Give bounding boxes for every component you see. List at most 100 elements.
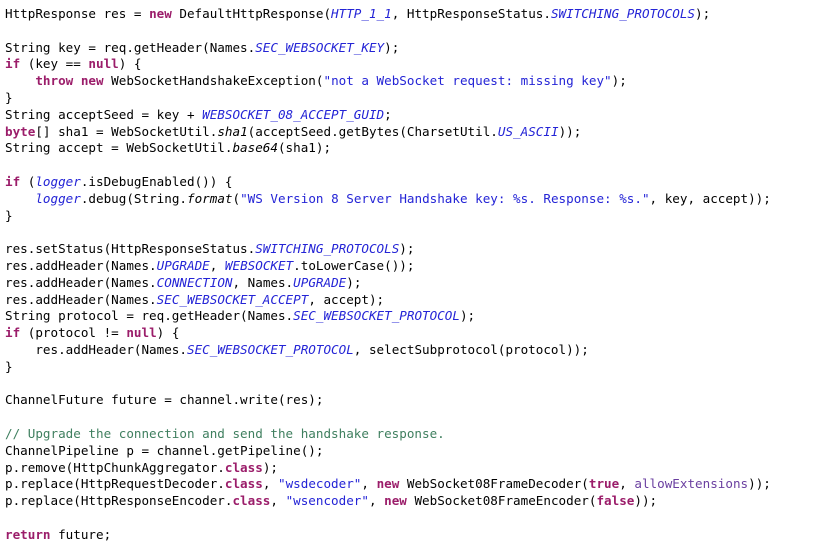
code-token-const: WEBSOCKET_08_ACCEPT_GUID (202, 106, 385, 122)
code-line: } (5, 359, 831, 376)
code-token-const: UPGRADE (293, 274, 347, 290)
code-token-kw: if (5, 56, 21, 72)
code-token-kw: new (376, 476, 400, 492)
code-token-plain: WebSocket08FrameEncoder( (406, 493, 597, 509)
code-token-plain: ) { (118, 56, 142, 72)
code-token-str: "WS Version 8 Server Handshake key: %s. … (240, 190, 650, 206)
code-line: byte[] sha1 = WebSocketUtil.sha1(acceptS… (5, 124, 831, 141)
code-line: String protocol = req.getHeader(Names.SE… (5, 308, 831, 325)
code-token-plain: (key == (20, 56, 89, 72)
code-token-plain: ) { (156, 325, 180, 341)
code-token-const: SEC_WEBSOCKET_ACCEPT (156, 291, 309, 307)
code-token-plain: res.addHeader(Names. (5, 274, 157, 290)
code-token-const: SWITCHING_PROTOCOLS (550, 6, 696, 21)
code-token-plain: res.addHeader(Names. (5, 257, 157, 273)
code-line: ChannelPipeline p = channel.getPipeline(… (5, 443, 831, 460)
code-line (5, 376, 831, 393)
code-line: res.addHeader(Names.SEC_WEBSOCKET_PROTOC… (5, 342, 831, 359)
code-token-plain: (sha1); (277, 140, 332, 156)
code-token-plain: [] sha1 = WebSocketUtil. (35, 123, 218, 139)
code-token-const: UPGRADE (156, 257, 210, 273)
code-token-plain: .isDebugEnabled()) { (80, 173, 233, 189)
code-line: ChannelFuture future = channel.write(res… (5, 392, 831, 409)
code-line: p.replace(HttpRequestDecoder.class, "wsd… (5, 476, 831, 493)
code-token-plain: , (209, 257, 225, 273)
code-token-plain: DefaultHttpResponse( (171, 6, 332, 21)
code-token-plain: ( (232, 190, 241, 206)
code-token-plain: p.replace(HttpResponseEncoder. (5, 493, 233, 509)
code-token-plain: (protocol != (20, 325, 127, 341)
code-token-plain: , (270, 493, 286, 509)
code-token-plain: ); (384, 39, 400, 55)
code-token-const: WEBSOCKET (224, 257, 294, 273)
code-token-plain: p.remove(HttpChunkAggregator. (5, 459, 225, 475)
code-token-plain: String accept = WebSocketUtil. (5, 140, 233, 156)
code-token-plain: .toLowerCase()); (293, 257, 415, 273)
code-token-plain: ; (384, 106, 392, 122)
code-token-plain: } (5, 207, 13, 223)
code-token-plain: )); (634, 493, 658, 509)
code-token-plain: , Names. (232, 274, 294, 290)
code-line: } (5, 90, 831, 107)
code-token-kw: if (5, 173, 21, 189)
code-token-plain: } (5, 358, 13, 374)
code-line: String acceptSeed = key + WEBSOCKET_08_A… (5, 107, 831, 124)
code-token-const: US_ASCII (497, 123, 559, 139)
code-token-smethod: base64 (232, 140, 278, 156)
code-line: // Upgrade the connection and send the h… (5, 426, 831, 443)
code-line: HttpResponse res = new DefaultHttpRespon… (5, 6, 831, 23)
code-token-kw: return (5, 526, 51, 542)
code-token-kw: class (224, 476, 263, 492)
code-token-plain: WebSocket08FrameDecoder( (399, 476, 589, 492)
code-token-kw: class (224, 459, 263, 475)
code-line (5, 510, 831, 527)
code-token-const: SEC_WEBSOCKET_PROTOCOL (293, 308, 460, 324)
code-token-plain: ); (262, 459, 278, 475)
code-token-plain: WebSocketHandshakeException( (103, 73, 324, 89)
code-token-plain: ChannelFuture future = channel.write(res… (5, 392, 324, 408)
code-token-plain: String protocol = req.getHeader(Names. (5, 308, 294, 324)
code-line: if (protocol != null) { (5, 325, 831, 342)
code-token-plain: res.addHeader(Names. (5, 341, 187, 357)
code-line: res.addHeader(Names.CONNECTION, Names.UP… (5, 275, 831, 292)
code-token-plain: , key, accept)); (649, 190, 771, 206)
code-token-kw: new (384, 493, 407, 509)
code-token-plain: String key = req.getHeader(Names. (5, 39, 256, 55)
code-token-plain: ); (346, 274, 362, 290)
code-token-plain: res.addHeader(Names. (5, 291, 157, 307)
code-token-const: CONNECTION (156, 274, 233, 290)
code-token-plain: ( (20, 173, 36, 189)
code-token-const: SEC_WEBSOCKET_KEY (255, 39, 385, 55)
code-line (5, 409, 831, 426)
code-token-plain: )); (748, 476, 771, 492)
code-token-kw: byte (5, 123, 36, 139)
code-token-plain: res.setStatus(HttpResponseStatus. (5, 241, 256, 257)
code-token-str: "wsdecoder" (277, 476, 362, 492)
code-token-plain: .debug(String. (80, 190, 187, 206)
code-token-plain: ); (695, 6, 711, 21)
code-line: res.addHeader(Names.UPGRADE, WEBSOCKET.t… (5, 258, 831, 275)
code-token-kw: false (596, 493, 635, 509)
code-line: res.addHeader(Names.SEC_WEBSOCKET_ACCEPT… (5, 292, 831, 309)
code-line: res.setStatus(HttpResponseStatus.SWITCHI… (5, 241, 831, 258)
code-token-kw: if (5, 325, 21, 341)
code-token-plain: future; (50, 526, 112, 542)
code-token-field: allowExtensions (634, 476, 749, 492)
code-token-str: "not a WebSocket request: missing key" (323, 73, 612, 89)
code-token-plain: , (619, 476, 635, 492)
code-line: if (logger.isDebugEnabled()) { (5, 174, 831, 191)
code-token-plain: String acceptSeed = key + (5, 106, 203, 122)
code-token-kw: true (588, 476, 620, 492)
code-line: return future; (5, 527, 831, 544)
code-line (5, 157, 831, 174)
code-token-kw: null (126, 325, 157, 341)
code-lines-container: HttpResponse res = new DefaultHttpRespon… (5, 6, 831, 544)
code-token-plain: , (368, 493, 385, 509)
code-token-const: SWITCHING_PROTOCOLS (255, 241, 400, 257)
code-token-plain: ); (459, 308, 476, 324)
code-token-plain: p.replace(HttpRequestDecoder. (5, 476, 225, 492)
code-token-plain: )); (558, 123, 582, 139)
code-token-plain: , (262, 476, 278, 492)
code-token-comment: // Upgrade the connection and send the h… (5, 425, 445, 441)
